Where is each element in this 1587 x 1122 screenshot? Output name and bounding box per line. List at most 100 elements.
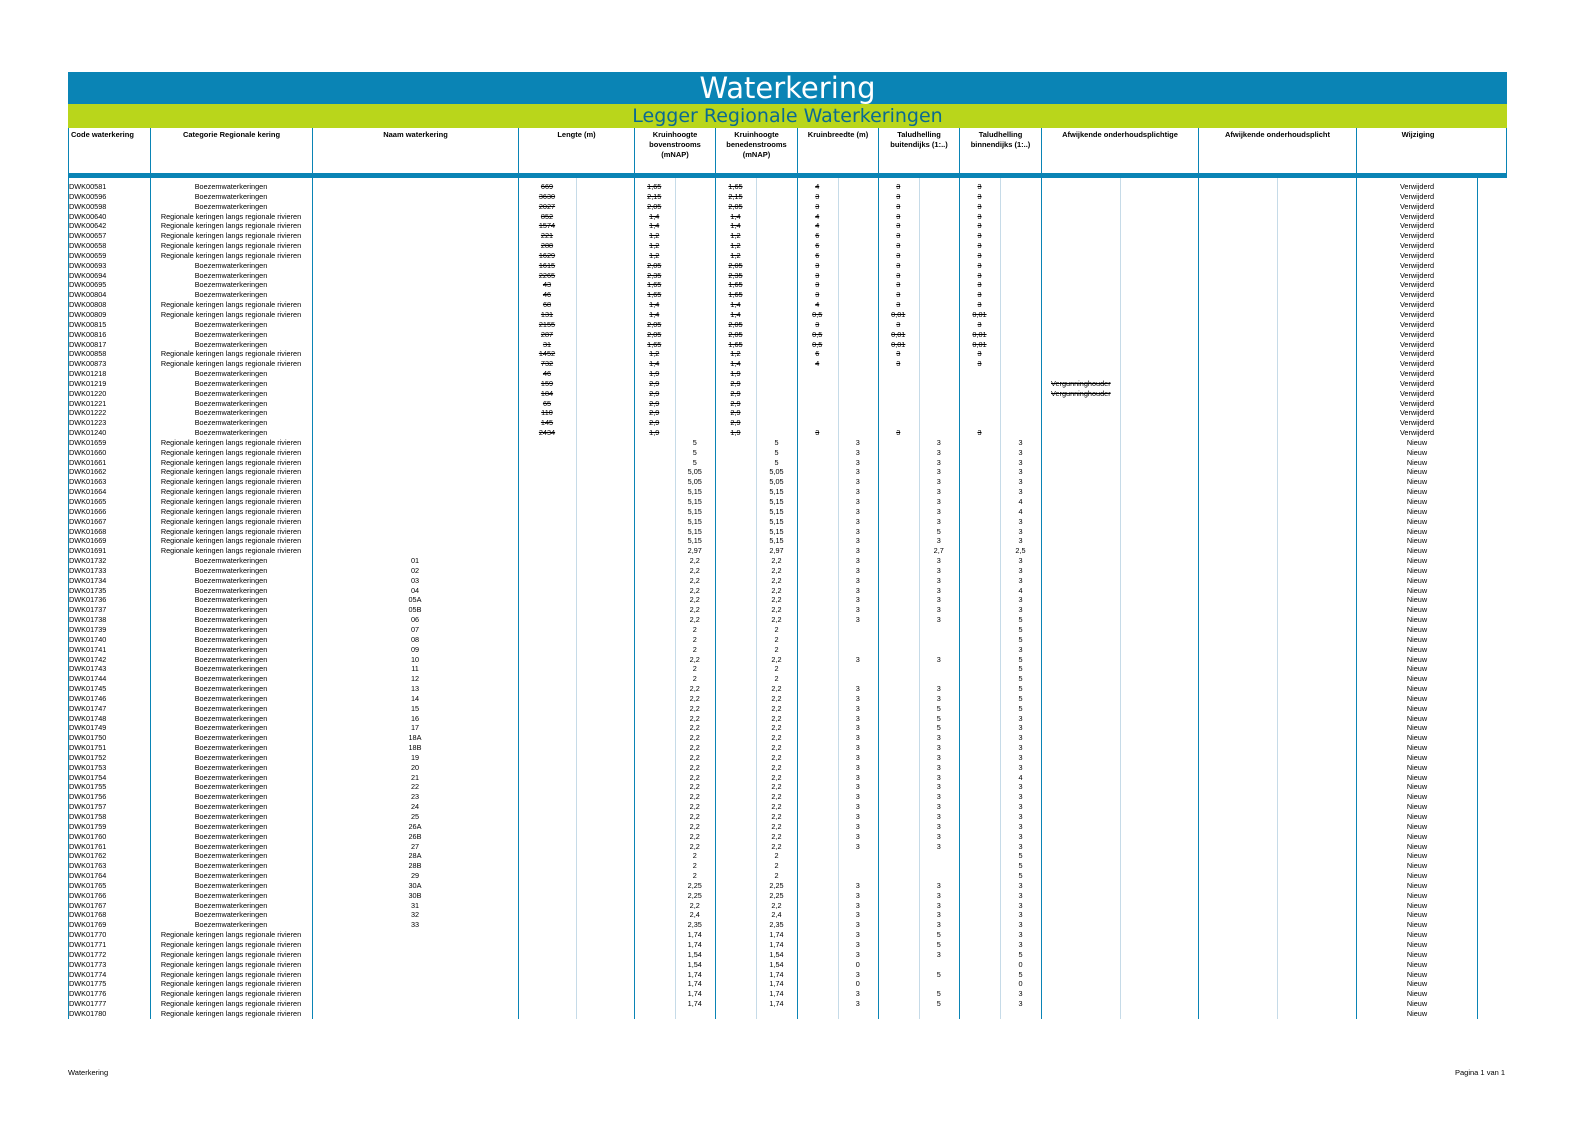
cell-wijziging: Nieuw [1406, 831, 1428, 841]
cell-talud-binnen: 3 [1018, 556, 1023, 566]
cell-naam [312, 300, 518, 310]
cell-onderhoudsplichtige [1051, 576, 1191, 586]
cell-kruin-boven: 1,4 [649, 300, 660, 310]
cell-code: DWK01759 [69, 821, 107, 831]
cell-onderhoudsplichtige [1051, 645, 1191, 655]
cell-talud-binnen: 5 [1018, 693, 1023, 703]
cell-kruinbreedte: 3 [855, 831, 860, 841]
cell-lengte [576, 1009, 634, 1019]
cell-categorie: Boezemwaterkeringen [194, 723, 268, 733]
cell-categorie: Boezemwaterkeringen [194, 565, 268, 575]
cell-categorie: Regionale keringen langs regionale rivie… [160, 447, 302, 457]
cell-kruin-boven: 2,9 [649, 398, 660, 408]
page-title: Waterkering [68, 72, 1507, 104]
cell-talud-buiten: 3 [936, 556, 941, 566]
cell-onderhoudsplichtige [1051, 497, 1191, 507]
cell-kruin-beneden: 2,2 [771, 733, 782, 743]
cell-onderhoudsplichtige [1051, 517, 1191, 527]
cell-talud-buiten: 3 [896, 280, 901, 290]
cell-kruinbreedte: 3 [855, 684, 860, 694]
cell-categorie: Regionale keringen langs regionale rivie… [160, 536, 302, 546]
cell-kruin-boven: 1,9 [649, 428, 660, 438]
cell-wijziging: Nieuw [1406, 634, 1428, 644]
cell-code: DWK01756 [69, 792, 107, 802]
cell-kruinbreedte: 3 [815, 260, 820, 270]
cell-code: DWK00659 [69, 250, 107, 260]
cell-talud-binnen: 3 [1018, 802, 1023, 812]
cell-naam [312, 458, 518, 468]
cell-code: DWK01760 [69, 831, 107, 841]
cell-kruin-boven: 1,2 [649, 241, 660, 251]
cell-naam [312, 399, 518, 409]
cell-naam [312, 280, 518, 290]
cell-naam: 07 [410, 624, 420, 634]
cell-talud-buiten: 3 [936, 487, 941, 497]
column-header-kruin-beneden: Kruinhoogte benedenstrooms (mNAP) [716, 128, 798, 173]
cell-talud-binnen: 3 [1018, 565, 1023, 575]
cell-code: DWK00817 [69, 339, 107, 349]
cell-talud-buiten: 3 [936, 477, 941, 487]
cell-categorie: Regionale keringen langs regionale rivie… [160, 969, 302, 979]
cell-categorie: Regionale keringen langs regionale rivie… [160, 1008, 302, 1018]
cell-naam [312, 999, 518, 1009]
cell-wijziging: Verwijderd [1399, 241, 1435, 251]
cell-kruinbreedte: 3 [855, 812, 860, 821]
column-header-onderhoudsplicht: Afwijkende onderhoudsplicht [1199, 128, 1357, 173]
cell-onderhoudsplichtige [1051, 832, 1191, 842]
cell-lengte: 669 [540, 182, 554, 191]
cell-lengte: 65 [542, 398, 552, 408]
cell-code: DWK01770 [69, 930, 107, 940]
cell-kruin-boven: 2 [692, 624, 697, 634]
cell-kruin-boven: 2,2 [689, 782, 700, 792]
cell-categorie: Boezemwaterkeringen [194, 861, 268, 871]
cell-kruin-beneden: 5,15 [769, 536, 784, 546]
cell-talud-binnen: 3 [977, 191, 982, 201]
cell-wijziging: Nieuw [1406, 733, 1428, 743]
cell-kruinbreedte: 3 [855, 920, 860, 930]
cell-categorie: Boezemwaterkeringen [194, 880, 268, 890]
grid-line [756, 178, 757, 1020]
cell-talud-binnen: 3 [1018, 752, 1023, 762]
cell-kruin-boven [675, 1009, 716, 1019]
cell-lengte: 3630 [538, 191, 556, 201]
cell-talud-buiten: 3 [896, 270, 901, 280]
cell-kruin-beneden: 2,2 [771, 802, 782, 812]
cell-code: DWK01752 [69, 752, 107, 762]
cell-talud-buiten: 3 [936, 802, 941, 812]
cell-code: DWK01750 [69, 733, 107, 743]
cell-lengte [576, 507, 634, 517]
cell-talud-binnen: 3 [1018, 762, 1023, 772]
grid-line [150, 178, 151, 1020]
cell-kruin-beneden: 5 [774, 437, 779, 447]
cell-talud-buiten: 3 [936, 841, 941, 851]
cell-kruin-boven: 1,4 [649, 211, 660, 221]
cell-talud-binnen: 3 [977, 290, 982, 300]
cell-kruin-beneden: 1,9 [730, 428, 741, 438]
cell-talud-binnen: 3 [1018, 890, 1023, 900]
cell-naam [312, 536, 518, 546]
cell-code: DWK00693 [69, 260, 107, 270]
cell-kruin-beneden: 2,2 [771, 831, 782, 841]
cell-onderhoudsplichtige [1051, 664, 1191, 674]
cell-talud-binnen: 3 [977, 270, 982, 280]
cell-categorie: Boezemwaterkeringen [194, 615, 268, 625]
cell-wijziging: Nieuw [1406, 762, 1428, 772]
cell-categorie: Boezemwaterkeringen [194, 812, 268, 821]
cell-kruin-beneden: 5,15 [769, 487, 784, 497]
cell-kruinbreedte: 3 [855, 447, 860, 457]
cell-kruinbreedte: 3 [855, 890, 860, 900]
cell-onderhoudsplichtige: Vergunninghouder [1051, 378, 1111, 388]
cell-naam [312, 970, 518, 980]
cell-kruinbreedte: 4 [815, 300, 820, 310]
footer-left: Waterkering [68, 1068, 109, 1077]
cell-talud-binnen: 4 [1018, 497, 1023, 506]
cell-code: DWK01659 [69, 437, 107, 447]
cell-code: DWK01736 [69, 595, 107, 605]
cell-talud-binnen: 5 [1018, 949, 1023, 959]
cell-onderhoudsplichtige [1051, 733, 1191, 743]
cell-lengte [576, 802, 634, 812]
